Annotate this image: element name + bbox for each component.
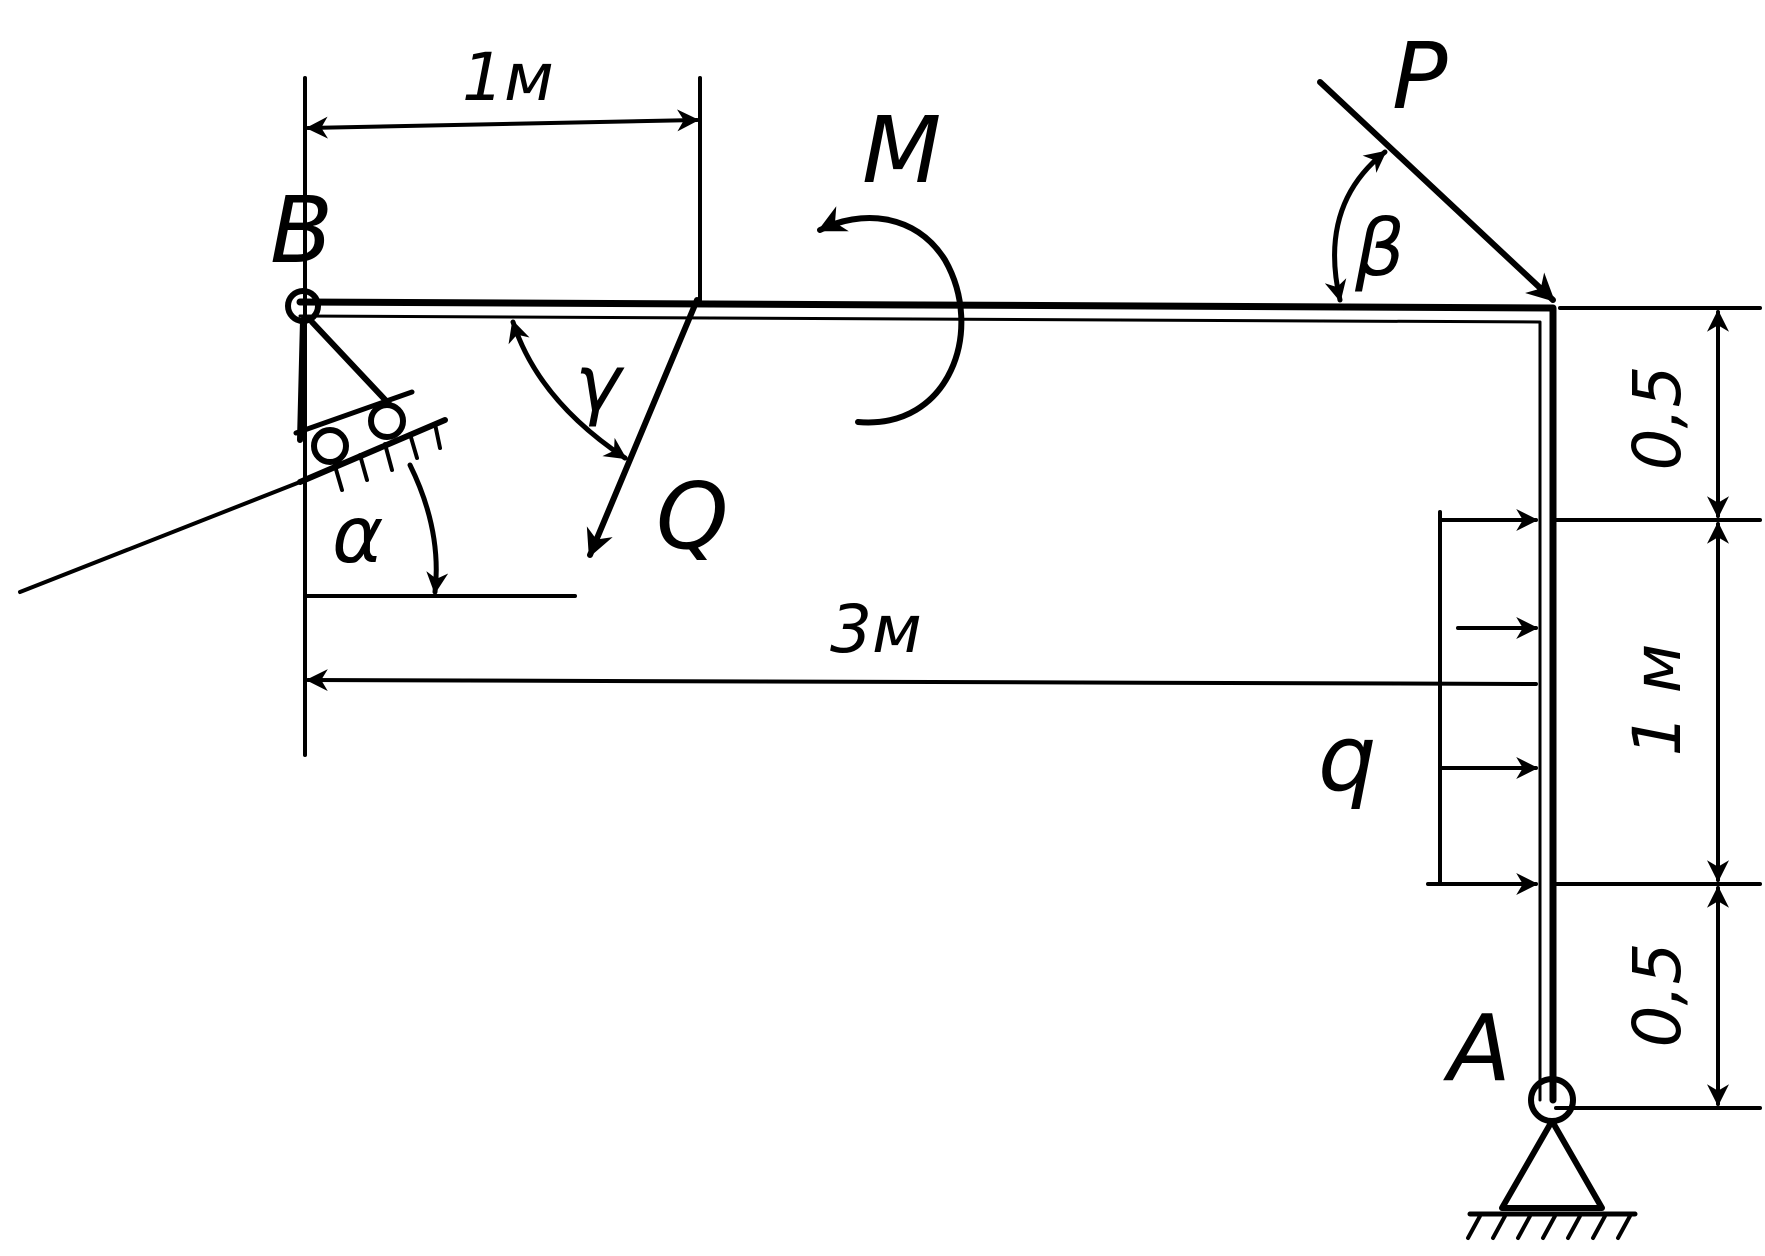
moment-m	[817, 206, 965, 426]
force-p-arrow	[1317, 79, 1556, 303]
roller-1	[311, 427, 349, 465]
incline-line	[18, 480, 302, 594]
beta-arc	[1324, 149, 1388, 303]
label-load-q: q	[1318, 705, 1376, 812]
inclined-surface	[297, 417, 448, 485]
moment-arc	[817, 206, 965, 426]
dim-label-right-upper: 0,5	[1619, 366, 1696, 471]
frame	[296, 298, 1557, 1104]
reference-lines	[303, 76, 577, 757]
alpha-arc	[407, 462, 449, 595]
label-point-a: A	[1443, 995, 1511, 1102]
dimension-right	[1554, 306, 1762, 1110]
label-force-p: P	[1392, 23, 1448, 130]
force-q-arrow	[586, 297, 700, 558]
labels: B A P M Q q α β γ 1м 3м 0,5 1 м 0,5	[270, 23, 1696, 1102]
dim-label-top: 1м	[462, 39, 554, 116]
support-a	[1466, 1076, 1638, 1240]
label-gamma: γ	[575, 339, 625, 429]
label-moment-m: M	[862, 97, 941, 204]
force-p	[1317, 79, 1556, 303]
dim-label-right-lower: 0,5	[1619, 943, 1696, 1048]
dimension-top	[305, 76, 702, 302]
roller-2	[368, 402, 406, 440]
label-alpha: α	[332, 491, 383, 581]
dimension-horizontal	[305, 669, 1538, 692]
distributed-load	[1426, 509, 1539, 895]
label-force-q: Q	[656, 463, 728, 570]
dim-label-horizontal: 3м	[830, 591, 922, 668]
support-b	[18, 288, 448, 594]
label-point-b: B	[270, 177, 333, 284]
surface-hatching	[333, 422, 442, 492]
gamma-arc	[508, 319, 628, 461]
ground-hatching	[1466, 1214, 1632, 1240]
label-beta: β	[1354, 204, 1405, 294]
force-q	[508, 297, 700, 558]
dim-label-right-middle: 1 м	[1619, 644, 1696, 757]
